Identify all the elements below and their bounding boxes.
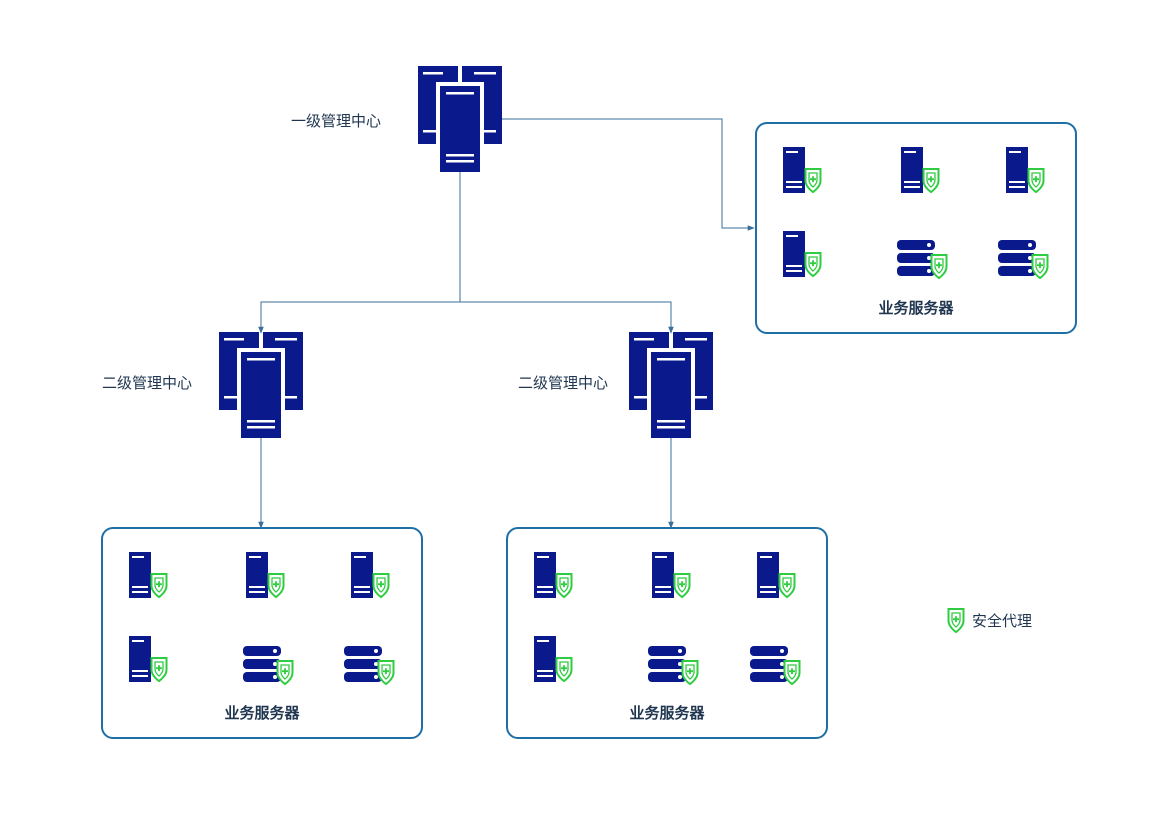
rack-server-icon (998, 240, 1048, 278)
tower-server-icon (1006, 147, 1044, 193)
tower-server-icon (757, 552, 795, 598)
tower-server-icon (652, 552, 690, 598)
connector-branch-left (258, 301, 460, 334)
left-management-center-label: 二级管理中心 (102, 374, 193, 392)
connector-top-to-group (502, 118, 755, 231)
group-label: 业务服务器 (629, 704, 705, 722)
tower-server-icon (901, 147, 939, 193)
top-right-group-servers (783, 147, 1048, 278)
right-management-server-cluster-icon (629, 332, 713, 438)
top-management-center-label: 一级管理中心 (291, 112, 382, 130)
tower-server-icon (534, 636, 572, 682)
tower-server-icon (534, 552, 572, 598)
left-management-server-cluster-icon (219, 332, 303, 438)
rack-server-icon (648, 646, 698, 684)
group-label: 业务服务器 (224, 704, 300, 722)
rack-server-icon (243, 646, 293, 684)
tower-server-icon (246, 552, 284, 598)
rack-server-icon (750, 646, 800, 684)
legend-shield-plus-icon (947, 608, 965, 633)
rack-server-icon (344, 646, 394, 684)
connector-branch-right (460, 301, 674, 334)
tower-server-icon (351, 552, 389, 598)
legend-agent-label: 安全代理 (972, 612, 1033, 630)
group-label: 业务服务器 (878, 299, 954, 317)
tower-server-icon (783, 231, 821, 277)
right-management-center-label: 二级管理中心 (518, 374, 609, 392)
bottom-left-group-servers (129, 552, 394, 684)
tower-server-icon (129, 636, 167, 682)
top-management-server-cluster-icon (418, 66, 502, 172)
rack-server-icon (897, 240, 947, 278)
bottom-right-group-servers (534, 552, 800, 684)
tower-server-icon (129, 552, 167, 598)
tower-server-icon (783, 147, 821, 193)
